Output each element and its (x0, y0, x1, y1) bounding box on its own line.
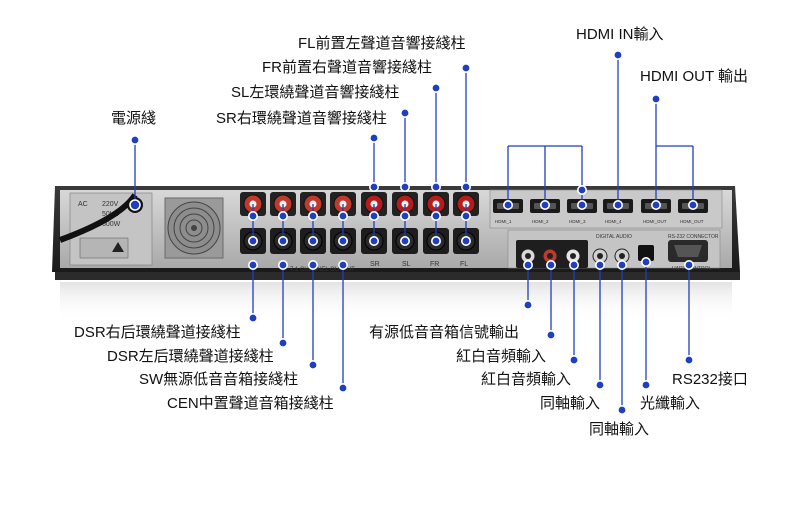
callout-dot (248, 259, 259, 270)
io-section (507, 229, 721, 269)
fl-terminal-label: FL (460, 261, 468, 268)
fr-terminal-callout: FR前置右聲道音響接綫柱 (262, 59, 432, 76)
callout-dot (337, 259, 348, 270)
callout-dot (460, 182, 471, 193)
hdmi-port-label: HDMI_2 (532, 219, 549, 224)
rs232-connector-label: RS-232 CONNECTOR (668, 234, 719, 240)
callout-dot (430, 83, 441, 94)
callout-dot (277, 211, 288, 222)
sr-terminal-label: SR (370, 261, 380, 268)
callout-dot (430, 236, 441, 247)
hdmi-port-label: HDMI_OUT (680, 219, 704, 224)
callout-dot (616, 259, 627, 270)
callout-dot (522, 299, 533, 310)
rw-input-1-callout: 紅白音頻輸入 (456, 348, 547, 365)
callout-dot (129, 199, 141, 211)
callout-dot (430, 211, 441, 222)
coax-input-2-callout: 同軸輸入 (589, 421, 650, 438)
warning-icon (112, 242, 124, 252)
callout-dot (683, 354, 694, 365)
callout-dot (307, 211, 318, 222)
sr-terminal-callout: SR右環繞聲道音響接綫柱 (216, 110, 387, 127)
callout-dot (277, 337, 288, 348)
callout-lines (129, 49, 698, 415)
hdmi-port-label: HDMI_OUT (643, 219, 667, 224)
callout-dot (640, 256, 651, 267)
callout-dot (399, 211, 410, 222)
callout-dot (568, 354, 579, 365)
callout-dot (576, 185, 587, 196)
callout-dot (568, 259, 579, 270)
coax-input-1-callout: 同軸輸入 (540, 395, 601, 412)
callout-dot (460, 236, 471, 247)
callout-dot (307, 236, 318, 247)
rw-input-2-callout: 紅白音頻輸入 (481, 371, 572, 388)
callout-dot (248, 236, 259, 247)
callout-dot (307, 259, 318, 270)
callout-dot (616, 404, 627, 415)
ac-voltage: 220V (102, 201, 119, 208)
ac-wattage: 600W (102, 221, 121, 228)
callout-dot (502, 200, 513, 211)
ac-label: AC (78, 201, 88, 208)
callout-dot (650, 94, 661, 105)
callout-dot (277, 236, 288, 247)
callout-dot (460, 62, 471, 73)
callout-dot (612, 49, 623, 60)
sw-callout: SW無源低音音箱接綫柱 (139, 371, 299, 388)
power-cord-callout: 電源綫 (111, 110, 157, 127)
fr-terminal-label: FR (430, 261, 439, 268)
cen-callout: CEN中置聲道音箱接綫柱 (167, 395, 334, 412)
callout-dot (337, 236, 348, 247)
callout-dot (337, 211, 348, 222)
callout-dot (594, 259, 605, 270)
callout-dot (640, 379, 651, 390)
callout-dot (650, 200, 661, 211)
callout-dot (539, 200, 550, 211)
callout-dot (687, 200, 698, 211)
callout-dot (460, 211, 471, 222)
cooling-fan (164, 197, 224, 259)
callout-dot (307, 359, 318, 370)
callout-dot (248, 211, 259, 222)
callout-dot (368, 211, 379, 222)
digital-audio-label: DIGITAL AUDIO (596, 234, 632, 240)
dsr-right-callout: DSR右后環繞聲道接綫柱 (74, 324, 241, 341)
callout-dot (399, 236, 410, 247)
callout-dot (130, 135, 141, 146)
sl-terminal-callout: SL左環繞聲道音響接綫柱 (231, 84, 400, 101)
callout-dot (545, 329, 556, 340)
hdmi-port-label: HDMI_3 (569, 219, 586, 224)
callout-dot (368, 182, 379, 193)
callout-dot (594, 379, 605, 390)
callout-dot (430, 182, 441, 193)
sl-terminal-label: SL (402, 261, 411, 268)
callout-dot (683, 259, 694, 270)
hdmi-in-callout: HDMI IN輸入 (576, 26, 664, 43)
callout-dot (277, 259, 288, 270)
callout-dot (522, 259, 533, 270)
callout-dot (576, 200, 587, 211)
callout-dot (368, 236, 379, 247)
callout-dot (368, 133, 379, 144)
callout-dot (399, 182, 410, 193)
rs232-callout: RS232接口 (672, 371, 748, 388)
sub-out-callout: 有源低音音箱信號輸出 (369, 324, 520, 341)
callout-dot (337, 382, 348, 393)
optical-input-callout: 光纖輸入 (640, 395, 701, 412)
callout-dot (545, 259, 556, 270)
callout-dot (399, 108, 410, 119)
dsr-left-callout: DSR左后環繞聲道接綫柱 (107, 348, 274, 365)
callout-dot (248, 312, 259, 323)
fl-terminal-callout: FL前置左聲道音響接綫柱 (298, 35, 466, 52)
callout-dot (612, 200, 623, 211)
hdmi-out-callout: HDMI OUT 輸出 (640, 68, 749, 85)
hdmi-port-label: HDMI_1 (495, 219, 512, 224)
channel-output-label: 7.1 CHANNEL OUTPUT (290, 267, 355, 273)
hdmi-port-label: HDMI_4 (605, 219, 622, 224)
